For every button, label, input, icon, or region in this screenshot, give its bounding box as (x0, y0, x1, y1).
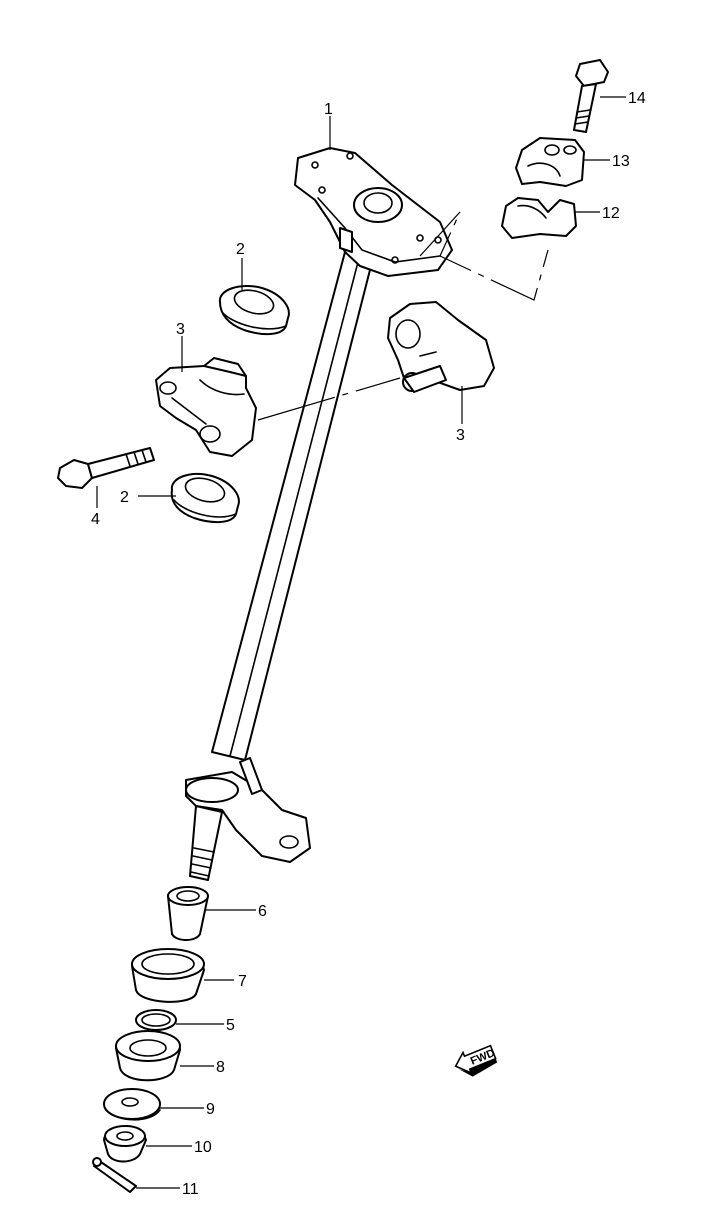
callout-1: 1 (324, 101, 333, 118)
part-bolt-4 (57, 447, 155, 489)
part-bearing-housing-7 (131, 948, 205, 1003)
callouts: 1 2 3 3 4 2 14 13 12 6 7 5 8 9 10 11 (91, 90, 646, 1198)
callout-2-upper: 2 (236, 241, 245, 258)
part-steering-shaft (185, 147, 453, 881)
callout-11: 11 (182, 1181, 199, 1198)
leader-lines (96, 96, 626, 1189)
part-shaft-holder-3-right (387, 301, 495, 393)
callout-5: 5 (226, 1017, 235, 1034)
part-washer-9 (103, 1088, 161, 1121)
part-castle-nut-10 (103, 1125, 147, 1163)
callout-14: 14 (628, 90, 646, 107)
callout-6: 6 (258, 903, 267, 920)
callout-9: 9 (206, 1101, 215, 1118)
part-bushing-2-lower (170, 472, 240, 524)
part-sleeve-6 (167, 886, 209, 941)
callout-7: 7 (238, 973, 247, 990)
callout-13: 13 (612, 153, 630, 170)
callout-10: 10 (194, 1139, 212, 1156)
callout-3-left: 3 (176, 321, 185, 338)
callout-2-lower: 2 (120, 489, 129, 506)
callout-4: 4 (91, 511, 100, 528)
part-seal-cup-8 (115, 1030, 181, 1082)
part-o-ring-5 (135, 1009, 177, 1031)
part-bushing-2-upper (218, 284, 290, 336)
part-shaft-holder-3-left (155, 357, 257, 457)
callout-8: 8 (216, 1059, 225, 1076)
part-upper-clamp-13 (515, 137, 585, 187)
part-lower-clamp-12 (501, 197, 577, 239)
fwd-arrow-icon: FWD (454, 1044, 498, 1077)
part-cotter-pin-11 (92, 1157, 137, 1193)
callout-3-right: 3 (456, 427, 465, 444)
callout-12: 12 (602, 205, 620, 222)
part-bolt-14 (573, 59, 609, 133)
assembly-lines (257, 211, 549, 421)
